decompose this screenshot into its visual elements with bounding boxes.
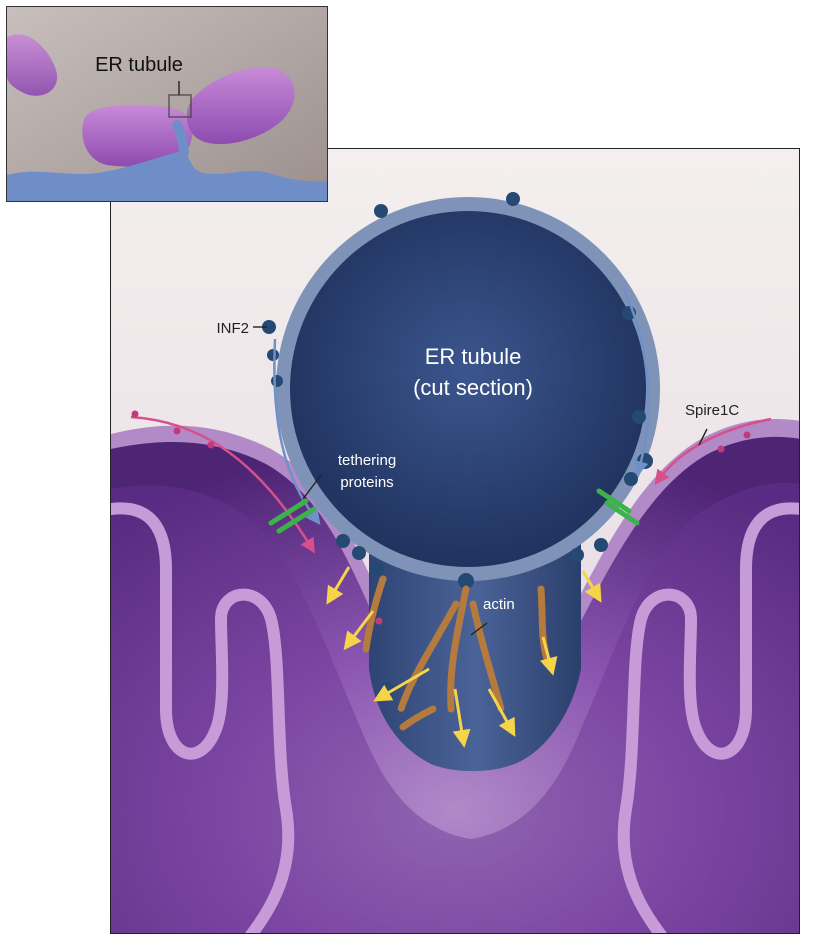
inset-focus-box — [168, 94, 192, 118]
inset-mitochondrion-background — [7, 34, 58, 96]
tethering-label-line1: tethering — [338, 452, 396, 469]
constriction-arrows — [326, 566, 602, 748]
inf2-right-arrow — [621, 286, 651, 477]
er-tubule-center-sublabel: (cut section) — [413, 375, 533, 400]
tethering-proteins — [268, 488, 640, 534]
inset-illustration: ER tubule — [7, 7, 327, 201]
actin-filaments — [362, 575, 551, 731]
inset-mitochondrion-right — [186, 67, 295, 145]
inset-mitochondrion-left — [82, 105, 193, 167]
spire1c-label: Spire1C — [685, 402, 739, 419]
main-illustration: ER tubule (cut section) INF2 Spire1C tet… — [111, 149, 799, 933]
inset-er-network — [7, 151, 327, 201]
tethering-label-line2: proteins — [340, 474, 393, 491]
inset-er-tubule-label: ER tubule — [95, 54, 183, 76]
main-illustration-panel: ER tubule (cut section) INF2 Spire1C tet… — [110, 148, 800, 934]
er-tubule-center-label: ER tubule — [425, 344, 522, 369]
inset-overview-panel: ER tubule — [6, 6, 328, 202]
inf2-label: INF2 — [216, 320, 249, 337]
crista-right — [617, 502, 799, 933]
label-leaders — [253, 326, 708, 636]
crista-left — [111, 502, 295, 933]
inf2-left-arrow — [273, 338, 321, 526]
actin-label: actin — [483, 596, 515, 613]
